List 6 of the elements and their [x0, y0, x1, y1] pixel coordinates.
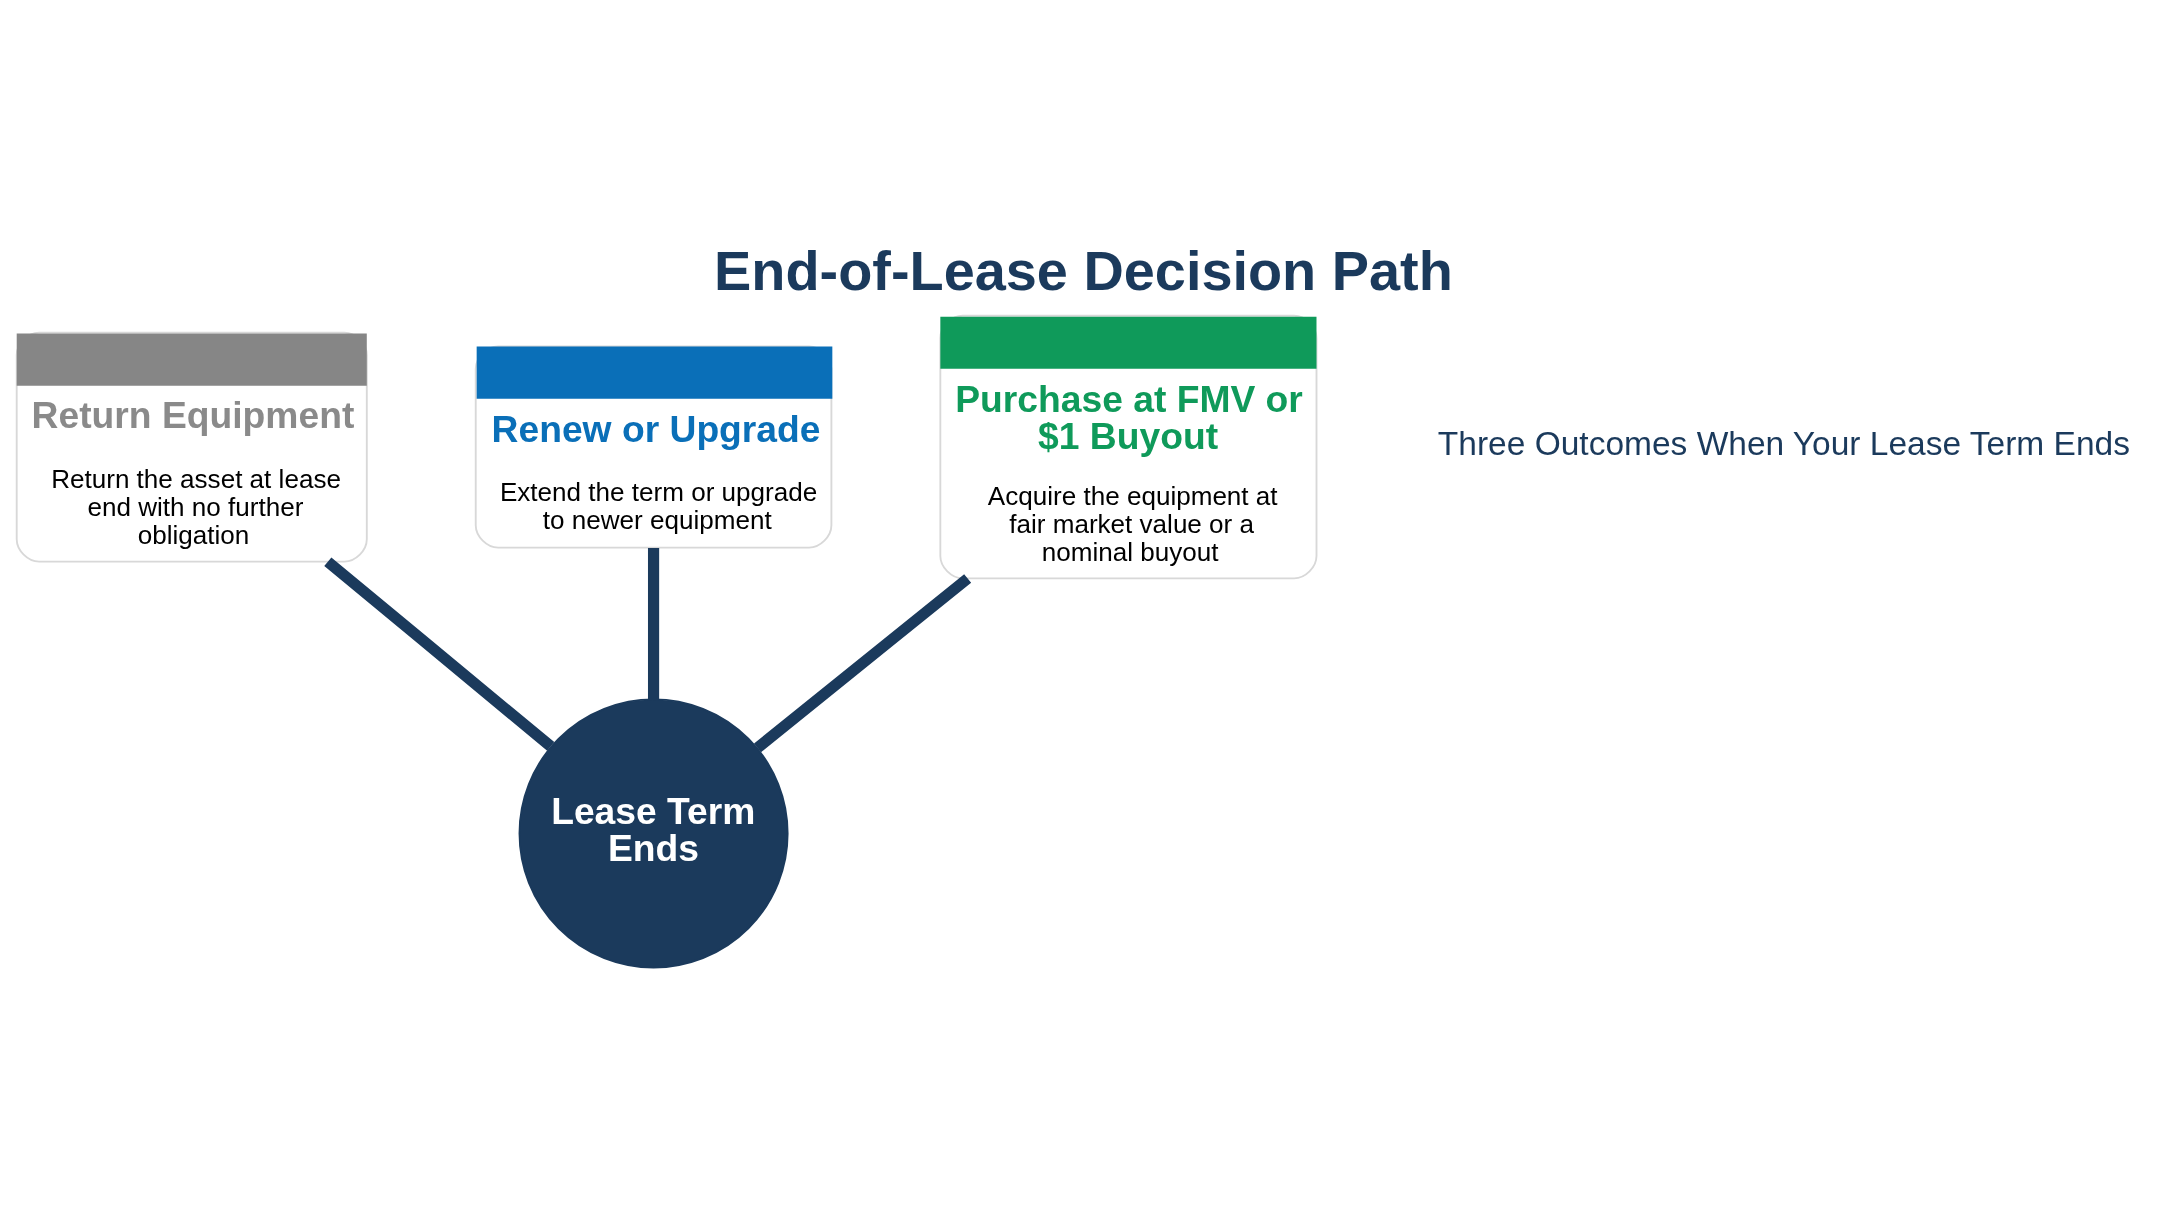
connector: [648, 547, 660, 699]
node-circle: Lease Term Ends: [518, 697, 789, 968]
diagram-title: End-of-Lease Decision Path: [714, 238, 1453, 302]
connector: [324, 556, 555, 751]
label: Three Outcomes When Your Lease Term Ends: [1437, 424, 2130, 462]
connector: [754, 573, 972, 752]
